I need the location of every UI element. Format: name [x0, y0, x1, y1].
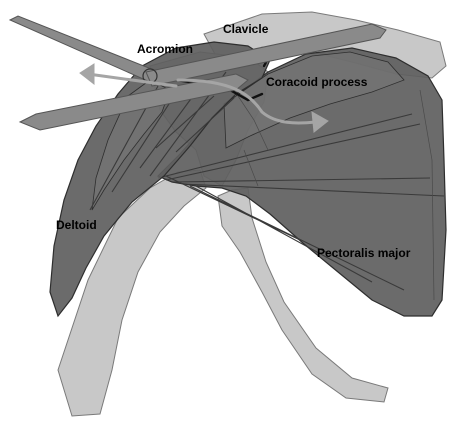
pins: [8, 15, 387, 131]
arrows: [79, 63, 329, 133]
deltoid-inner-shade: [91, 79, 171, 211]
coracoid-process-label: Coracoid process: [266, 75, 368, 89]
pin-lower-left: [18, 73, 249, 131]
arrow-right-head: [311, 111, 329, 133]
pectoralis-clavicular-head: [223, 51, 405, 149]
arrow-right-shaft: [176, 78, 318, 125]
humerus-bone: [57, 169, 207, 417]
pectoralis-tendon-lines: [237, 89, 435, 301]
arrow-left-shaft: [86, 72, 178, 88]
clavicle-label: Clavicle: [223, 22, 269, 36]
deltoid-fibers: [89, 71, 235, 211]
arrow-left-head: [79, 63, 95, 86]
acromion-label: Acromion: [137, 42, 193, 56]
pectoralis-fibers: [157, 113, 445, 291]
pectoralis-major-muscle: [156, 47, 447, 317]
deltoid-label: Deltoid: [56, 218, 97, 232]
deltoid-muscle: [49, 41, 271, 318]
pectoralis-major-label: Pectoralis major: [317, 246, 411, 260]
